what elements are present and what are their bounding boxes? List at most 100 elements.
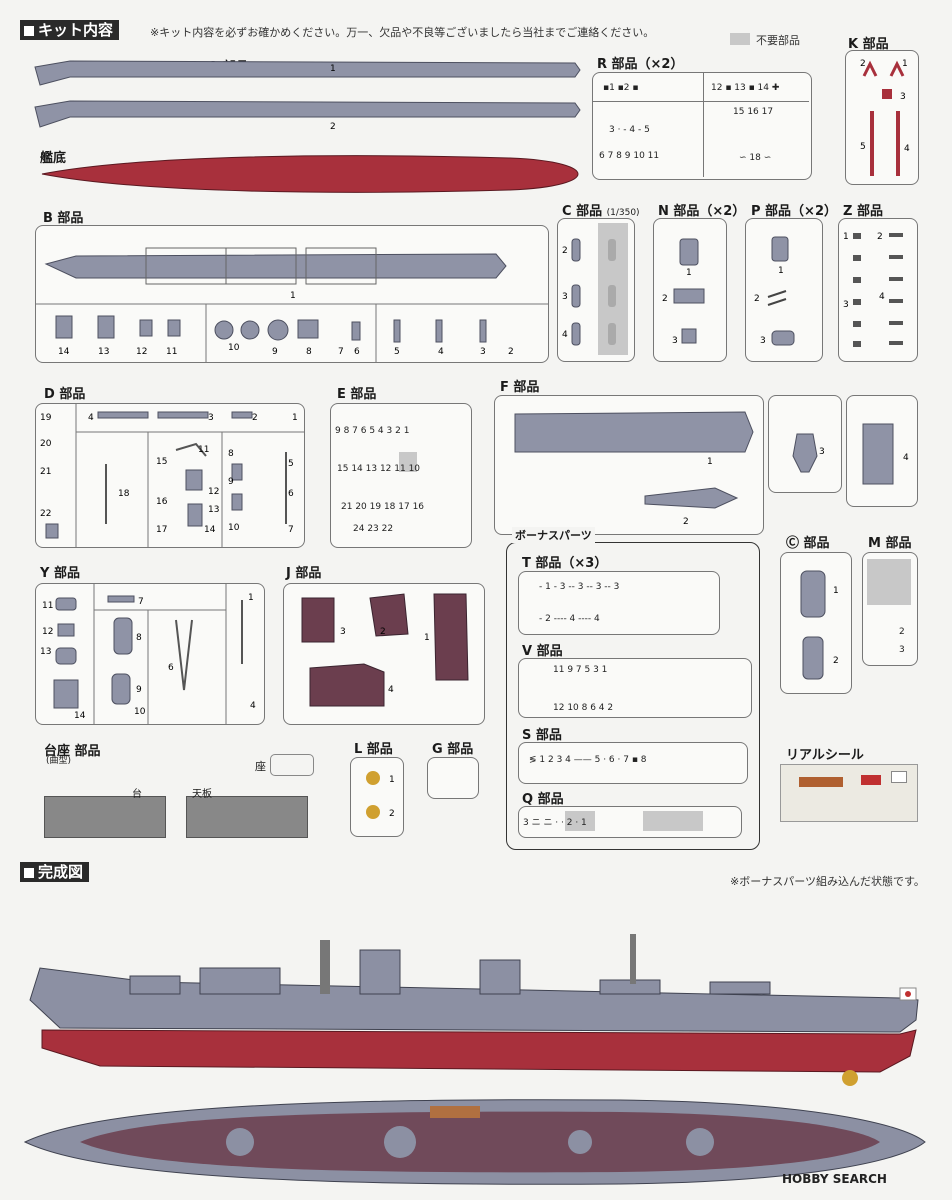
l-parts-label: L 部品 — [354, 742, 393, 757]
f-parts-label: F 部品 — [500, 380, 540, 395]
k-parts-label: K 部品 — [848, 37, 889, 52]
a-parts-hull-halves: 1 2 — [34, 60, 581, 132]
svg-text:13: 13 — [98, 347, 109, 357]
t-parts-label: T 部品（×3） — [522, 556, 608, 571]
q-parts-unused-1 — [565, 811, 595, 831]
svg-text:19: 19 — [40, 413, 52, 423]
svg-text:4: 4 — [562, 330, 568, 340]
svg-text:1: 1 — [290, 291, 296, 301]
svg-text:3: 3 — [760, 336, 766, 346]
svg-text:4: 4 — [879, 292, 885, 302]
kit-contents-title: キット内容 — [38, 21, 114, 39]
r-parts-label: R 部品（×2） — [597, 57, 684, 72]
svg-text:10: 10 — [228, 523, 240, 533]
svg-text:7: 7 — [138, 597, 144, 607]
e-parts-runner: 9 8 7 6 5 4 3 2 1 15 14 13 12 11 10 21 2… — [330, 403, 472, 548]
completed-side-view — [29, 934, 919, 1086]
svg-text:6: 6 — [354, 347, 360, 357]
svg-text:2: 2 — [330, 122, 336, 132]
v-parts-label: V 部品 — [522, 644, 563, 659]
svg-text:12: 12 — [136, 347, 147, 357]
c-circle-parts-label: Ⓒ 部品 — [786, 536, 830, 551]
svg-text:1: 1 — [707, 457, 713, 467]
svg-text:9: 9 — [228, 477, 234, 487]
svg-text:20: 20 — [40, 439, 52, 449]
r-parts-runner: ▪1 ▪2 ▪ 12 ▪ 13 ▪ 14 ✚ 3 · - 4 - 5 15 16… — [592, 72, 812, 180]
z-parts-runner: 1 2 3 4 — [838, 218, 918, 362]
stand-parts-label: 台座 部品 — [44, 744, 101, 759]
f-parts-3: 3 — [768, 395, 842, 493]
stand-subtitle: (曲型) — [46, 756, 72, 766]
svg-text:2: 2 — [562, 246, 568, 256]
stand-tenban-part — [186, 796, 308, 838]
svg-text:22: 22 — [40, 509, 51, 519]
svg-text:1: 1 — [686, 268, 692, 278]
svg-text:6: 6 — [168, 663, 174, 673]
svg-text:3: 3 — [843, 300, 849, 310]
j-parts-label: J 部品 — [286, 566, 322, 581]
real-seal-sheet — [780, 764, 918, 822]
completed-header: 完成図 — [20, 862, 90, 882]
bonus-parts-label: ボーナスパーツ — [512, 527, 595, 543]
svg-text:11: 11 — [198, 445, 209, 455]
n-parts-label: N 部品（×2） — [658, 204, 746, 219]
svg-text:1: 1 — [902, 59, 908, 69]
unused-swatch — [730, 33, 750, 45]
g-parts-label: G 部品 — [432, 742, 474, 757]
svg-text:2: 2 — [389, 809, 395, 819]
svg-text:15: 15 — [156, 457, 167, 467]
svg-text:7: 7 — [288, 525, 294, 535]
svg-text:14: 14 — [74, 711, 86, 721]
svg-text:5: 5 — [394, 347, 400, 357]
svg-text:11: 11 — [166, 347, 177, 357]
svg-text:17: 17 — [156, 525, 167, 535]
svg-text:9: 9 — [272, 347, 278, 357]
completed-top-view — [23, 1099, 926, 1185]
svg-text:14: 14 — [58, 347, 70, 357]
svg-text:1: 1 — [389, 775, 395, 785]
svg-text:1: 1 — [778, 266, 784, 276]
svg-text:2: 2 — [877, 232, 883, 242]
stand-za-label: 座 — [255, 760, 266, 773]
svg-text:2: 2 — [508, 347, 514, 357]
svg-text:6: 6 — [288, 489, 294, 499]
svg-text:3: 3 — [562, 292, 568, 302]
svg-text:1: 1 — [843, 232, 849, 242]
y-parts-label: Y 部品 — [40, 566, 80, 581]
e-parts-label: E 部品 — [337, 387, 377, 402]
hull-bottom-label: 艦底 — [40, 151, 67, 166]
svg-text:10: 10 — [228, 343, 240, 353]
svg-text:8: 8 — [136, 633, 142, 643]
svg-text:13: 13 — [40, 647, 51, 657]
svg-text:3: 3 — [340, 627, 346, 637]
svg-text:2: 2 — [683, 517, 689, 527]
svg-text:5: 5 — [288, 459, 294, 469]
c-parts-runner: 2 3 4 — [557, 218, 635, 362]
kit-contents-note: ※キット内容を必ずお確かめください。万一、欠品や不良等ございましたら当社までご連… — [150, 26, 655, 39]
e-parts-unused — [399, 452, 417, 472]
svg-text:1: 1 — [330, 64, 336, 74]
q-parts-runner: 3 ニ ニ · · 2 · 1 — [518, 806, 742, 838]
g-parts-runner — [427, 757, 479, 799]
svg-text:11: 11 — [42, 601, 53, 611]
m-parts-unused — [867, 559, 911, 605]
s-parts-label: S 部品 — [522, 728, 562, 743]
svg-text:9: 9 — [136, 685, 142, 695]
svg-text:7: 7 — [338, 347, 344, 357]
svg-text:2: 2 — [754, 294, 760, 304]
bonus-parts-frame — [506, 542, 760, 850]
svg-text:4: 4 — [904, 144, 910, 154]
completed-note: ※ボーナスパーツ組み込んだ状態です。 — [730, 875, 925, 888]
svg-text:13: 13 — [208, 505, 219, 515]
t-parts-runner: - 1 - 3 -- 3 -- 3 -- 3 - 2 ---- 4 ---- 4 — [518, 571, 720, 635]
b-parts-label: B 部品 — [43, 211, 84, 226]
q-parts-unused-2 — [643, 811, 703, 831]
s-parts-runner: ≶ 1 2 3 4 —— 5 · 6 · 7 ▪ 8 — [518, 742, 748, 784]
